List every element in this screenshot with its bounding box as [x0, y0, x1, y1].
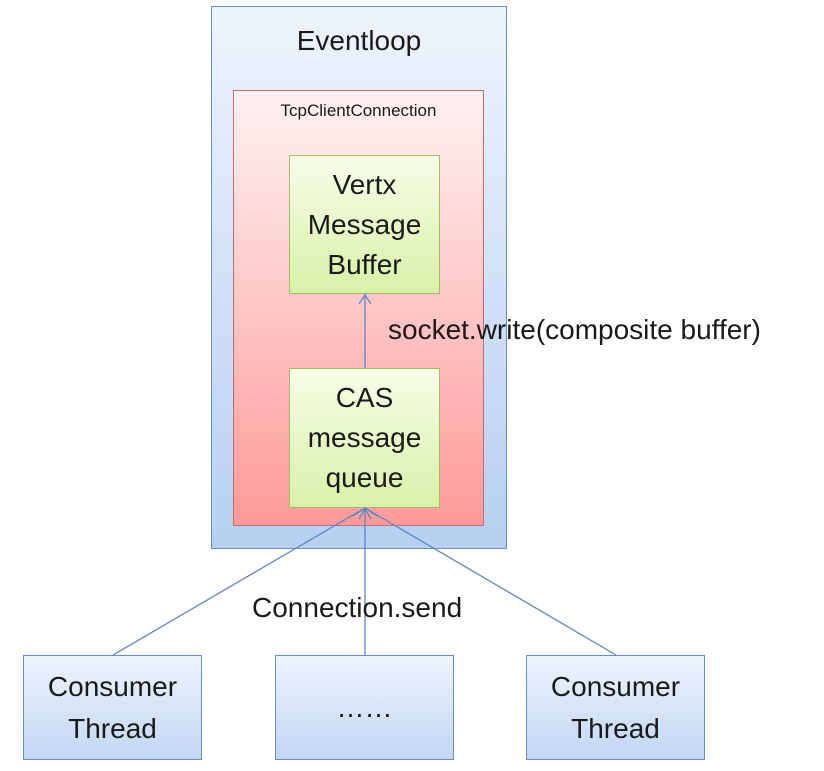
- connection-send-label: Connection.send: [252, 592, 463, 623]
- cas-message-queue-node: CAS message queue: [289, 368, 440, 508]
- consumer-ellipsis-node: ……: [275, 655, 454, 760]
- vertx-message-buffer-node: Vertx Message Buffer: [289, 155, 440, 294]
- vertx-message-buffer-label: Vertx Message Buffer: [307, 168, 422, 280]
- eventloop-label: Eventloop: [296, 25, 422, 56]
- consumer-thread-node-1: Consumer Thread: [23, 655, 202, 760]
- socket-write-label: socket.write(composite buffer): [388, 314, 761, 345]
- consumer-thread-label-2: Consumer Thread: [550, 670, 681, 744]
- cas-message-queue-label: CAS message queue: [307, 382, 422, 493]
- consumer-thread-node-2: Consumer Thread: [526, 655, 705, 760]
- consumer-thread-label-1: Consumer Thread: [47, 670, 178, 744]
- tcp-client-connection-label: TcpClientConnection: [280, 101, 437, 120]
- consumer-ellipsis-label: ……: [336, 691, 393, 723]
